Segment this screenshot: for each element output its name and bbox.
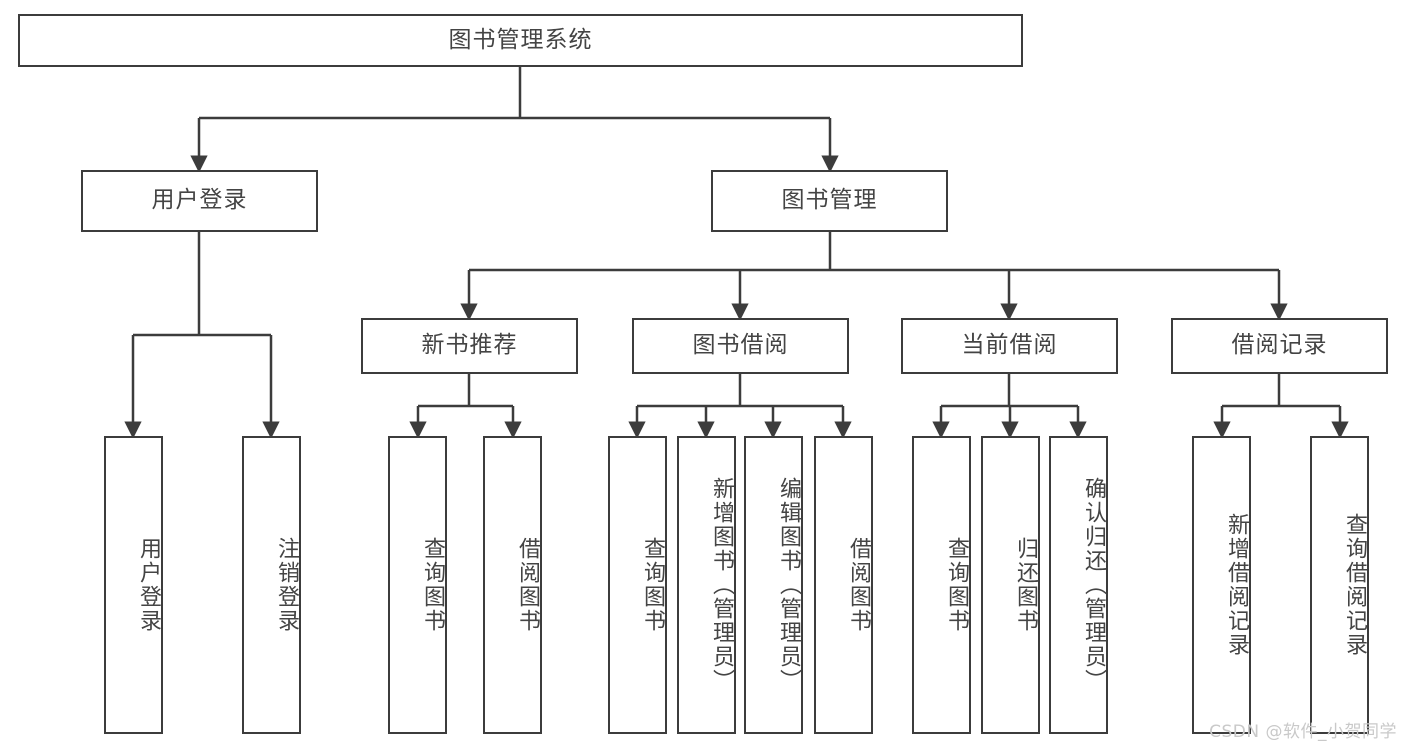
node-new-book-recommend-label: 新书推荐 [421,332,518,359]
node-leaf-query-record-label: 查询借阅记录 [1342,513,1367,657]
node-book-manage-label: 图书管理 [781,187,878,214]
node-leaf-add-record[interactable]: 新增借阅记录 [1192,436,1251,734]
node-book-borrow-label: 图书借阅 [692,332,789,359]
node-leaf-query-book-2-label: 查询图书 [640,537,665,633]
node-current-borrow-label: 当前借阅 [961,332,1058,359]
node-new-book-recommend[interactable]: 新书推荐 [361,318,578,374]
node-leaf-borrow-book-2[interactable]: 借阅图书 [814,436,873,734]
node-user-login[interactable]: 用户登录 [81,170,318,232]
node-leaf-query-book-2[interactable]: 查询图书 [608,436,667,734]
node-book-borrow[interactable]: 图书借阅 [632,318,849,374]
node-leaf-add-book-label: 新增图书（管理员） [709,477,734,693]
node-leaf-add-book[interactable]: 新增图书（管理员） [677,436,736,734]
node-book-manage[interactable]: 图书管理 [711,170,948,232]
node-leaf-borrow-book-1[interactable]: 借阅图书 [483,436,542,734]
node-leaf-confirm-return[interactable]: 确认归还（管理员） [1049,436,1108,734]
node-leaf-return-book[interactable]: 归还图书 [981,436,1040,734]
node-root[interactable]: 图书管理系统 [18,14,1023,67]
node-leaf-return-book-label: 归还图书 [1013,537,1038,633]
node-leaf-logout-login[interactable]: 注销登录 [242,436,301,734]
node-leaf-add-record-label: 新增借阅记录 [1224,513,1249,657]
node-borrow-record[interactable]: 借阅记录 [1171,318,1388,374]
node-leaf-query-book-3-label: 查询图书 [944,537,969,633]
node-leaf-edit-book-label: 编辑图书（管理员） [776,477,801,693]
node-borrow-record-label: 借阅记录 [1231,332,1328,359]
node-leaf-borrow-book-2-label: 借阅图书 [846,537,871,633]
node-current-borrow[interactable]: 当前借阅 [901,318,1118,374]
node-leaf-query-book-1-label: 查询图书 [420,537,445,633]
node-leaf-borrow-book-1-label: 借阅图书 [515,537,540,633]
node-leaf-user-login-label: 用户登录 [136,537,161,633]
node-leaf-logout-login-label: 注销登录 [274,537,299,633]
node-root-label: 图书管理系统 [448,26,593,53]
watermark: CSDN @软件_小贺同学 [1209,722,1397,742]
node-user-login-label: 用户登录 [151,187,248,214]
node-leaf-user-login[interactable]: 用户登录 [104,436,163,734]
node-leaf-query-book-3[interactable]: 查询图书 [912,436,971,734]
node-leaf-confirm-return-label: 确认归还（管理员） [1081,477,1106,693]
node-leaf-query-record[interactable]: 查询借阅记录 [1310,436,1369,734]
node-leaf-query-book-1[interactable]: 查询图书 [388,436,447,734]
node-leaf-edit-book[interactable]: 编辑图书（管理员） [744,436,803,734]
